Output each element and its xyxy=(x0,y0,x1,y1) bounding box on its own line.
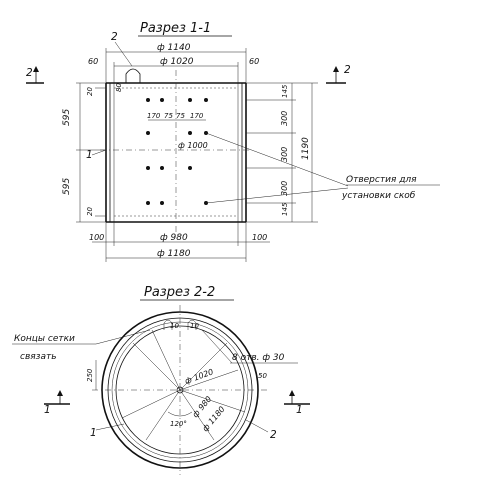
svg-text:Концы сетки: Концы сетки xyxy=(14,334,75,344)
svg-text:2: 2 xyxy=(344,64,351,76)
svg-text:ф 1020: ф 1020 xyxy=(160,57,194,67)
top-dimensions: ф 1140 ф 1020 60 60 80 xyxy=(88,43,259,92)
svg-text:ф 1180: ф 1180 xyxy=(157,249,191,259)
ring-plan xyxy=(92,305,268,475)
svg-text:10: 10 xyxy=(170,322,179,330)
cylinder-wall xyxy=(100,70,250,232)
svg-text:120°: 120° xyxy=(170,420,187,428)
svg-text:50: 50 xyxy=(258,372,267,380)
svg-text:1: 1 xyxy=(90,427,97,439)
svg-text:ф 1140: ф 1140 xyxy=(157,43,191,53)
svg-text:1190: 1190 xyxy=(301,137,311,160)
svg-text:ф 1000: ф 1000 xyxy=(178,141,208,150)
svg-text:ф 980: ф 980 xyxy=(160,233,188,243)
svg-text:60: 60 xyxy=(88,57,98,66)
svg-text:2: 2 xyxy=(270,429,277,441)
section-marker-left-1: 1 xyxy=(44,390,70,416)
svg-text:80: 80 xyxy=(115,83,123,92)
section-marker-right-1: 1 xyxy=(284,390,310,416)
svg-text:75: 75 xyxy=(164,112,173,120)
svg-text:595: 595 xyxy=(62,109,72,126)
bracket-holes-note: Отверстия для установки скоб xyxy=(205,132,440,204)
svg-text:20: 20 xyxy=(86,87,94,96)
svg-text:595: 595 xyxy=(62,178,72,195)
holes-count-note: 8 отв. ф 30 xyxy=(201,329,298,364)
svg-text:2: 2 xyxy=(26,67,33,79)
svg-text:300: 300 xyxy=(280,147,289,162)
mounting-holes xyxy=(146,98,208,205)
svg-text:100: 100 xyxy=(252,233,267,242)
section-2-title: Разрез 2-2 xyxy=(144,285,215,300)
section-2-2: Разрез 2-2 120° xyxy=(12,285,310,475)
lifting-loop: 2 xyxy=(111,31,141,83)
svg-text:Отверстия для: Отверстия для xyxy=(346,175,417,185)
svg-text:300: 300 xyxy=(280,111,289,126)
svg-text:ф 1020: ф 1020 xyxy=(184,367,215,386)
svg-text:170: 170 xyxy=(190,112,204,120)
svg-text:60: 60 xyxy=(249,57,259,66)
svg-text:300: 300 xyxy=(280,181,289,196)
right-dimensions: 145 300 300 300 145 1190 xyxy=(246,82,318,223)
svg-text:170: 170 xyxy=(147,112,161,120)
svg-text:8 отв. ф 30: 8 отв. ф 30 xyxy=(232,353,285,363)
section-marker-left-2: 2 xyxy=(26,66,44,84)
section-marker-right-2: 2 xyxy=(326,64,351,84)
svg-text:установки скоб: установки скоб xyxy=(341,191,416,201)
svg-text:145: 145 xyxy=(281,84,289,98)
left-dimensions: 595 595 20 20 1 xyxy=(62,82,107,223)
svg-text:145: 145 xyxy=(281,202,289,216)
svg-text:1: 1 xyxy=(86,149,93,161)
svg-text:1: 1 xyxy=(296,404,303,416)
bottom-dimensions: ф 980 ф 1180 100 100 xyxy=(89,222,270,262)
svg-text:20: 20 xyxy=(86,207,94,216)
svg-text:75: 75 xyxy=(176,112,185,120)
section-1-1: Разрез 1-1 2 2 xyxy=(26,21,440,262)
svg-text:1: 1 xyxy=(44,404,51,416)
plan-leaders: 1 2 xyxy=(90,419,277,441)
svg-text:100: 100 xyxy=(89,233,104,242)
svg-text:2: 2 xyxy=(111,31,118,43)
svg-text:250: 250 xyxy=(86,368,94,382)
svg-text:связать: связать xyxy=(20,352,57,362)
angle-marker: 120° xyxy=(167,411,193,428)
hole-pitch-dimensions: 170 75 75 170 ф 1000 xyxy=(147,112,208,150)
section-1-title: Разрез 1-1 xyxy=(140,21,211,36)
svg-text:10: 10 xyxy=(190,322,199,330)
mesh-ends-note: Концы сетки связать xyxy=(12,329,151,362)
